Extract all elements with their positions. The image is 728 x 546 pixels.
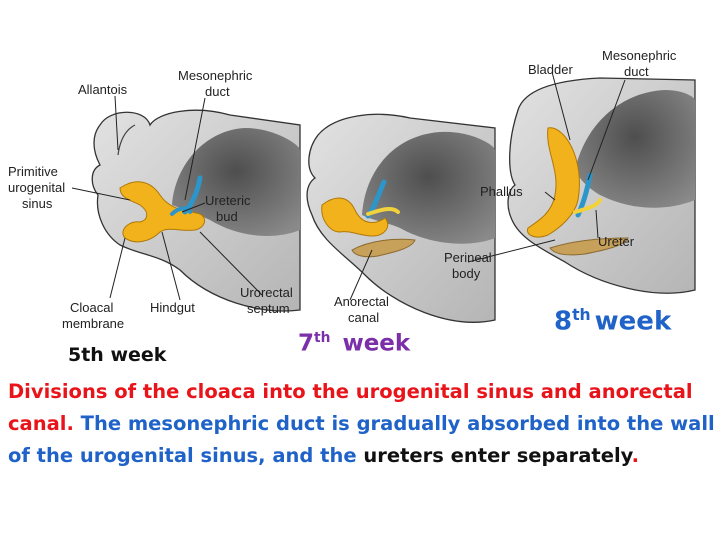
label-mesonephric-duct-3a: Mesonephric [602,48,677,63]
caption-part-2: The mesonephric duct is gradually absorb… [8,412,715,467]
embryo-2-urogenital-sinus [321,197,389,237]
week-7-ordinal: th [314,330,331,346]
label-ureteric-bud-2: bud [216,209,238,224]
label-urorectal-septum-2: septum [247,301,290,316]
embryo-1-ureteric-bud [170,206,192,216]
embryo-7th-week [306,113,496,323]
caption-part-1: Divisions of the cloaca into the urogeni… [8,380,693,435]
embryo-2-hindgut-lumen [362,131,495,244]
label-urorectal-septum-1: Urorectal [240,285,293,300]
label-perineal-body-1: Perineal [444,250,492,265]
week-7-number: 7 [298,330,315,357]
label-primitive-urogenital-sinus-1: Primitive [8,164,58,179]
week-7-label: 7th week [298,330,410,357]
week-8-word: week [594,306,672,337]
embryo-2-ureter [366,206,400,216]
embryo-8th-week [507,77,696,294]
embryo-3-hindgut-lumen [575,90,695,208]
week-8-ordinal: th [572,306,591,324]
label-mesonephric-duct-1b: duct [205,84,230,99]
embryo-2-anorectal-canal [351,238,416,258]
week-5-label: 5th week [68,344,167,366]
label-ureter: Ureter [598,234,635,249]
embryo-5th-week [91,109,301,312]
caption-part-4: . [631,444,639,467]
label-ureteric-bud-1: Ureteric [205,193,251,208]
label-anorectal-canal-1: Anorectal [334,294,389,309]
label-anorectal-canal-2: canal [348,310,379,325]
cloaca-division-diagram: Allantois Mesonephric duct Primitive uro… [8,48,696,331]
label-cloacal-membrane-2: membrane [62,316,124,331]
label-phallus: Phallus [480,184,523,199]
label-mesonephric-duct-3b: duct [624,64,649,79]
label-perineal-body-2: body [452,266,481,281]
leader-lines [71,71,626,301]
embryo-1-allantois-stalk [117,124,136,156]
embryo-1-cloaca [119,181,206,243]
label-bladder: Bladder [528,62,573,77]
caption-part-3: ureters enter separately [356,444,632,467]
week-8-number: 8 [554,306,573,337]
week-7-word: week [342,330,411,357]
label-primitive-urogenital-sinus-2: urogenital [8,180,65,195]
embryo-3-ureter [573,198,602,214]
embryo-1-hindgut-lumen [172,128,300,236]
label-cloacal-membrane-1: Cloacal [70,300,113,315]
label-mesonephric-duct-1a: Mesonephric [178,68,253,83]
label-allantois: Allantois [78,82,128,97]
embryo-3-bladder [526,127,580,238]
caption: Divisions of the cloaca into the urogeni… [8,376,724,472]
embryo-3-anorectal-canal [549,237,629,256]
label-hindgut: Hindgut [150,300,195,315]
label-primitive-urogenital-sinus-3: sinus [22,196,53,211]
